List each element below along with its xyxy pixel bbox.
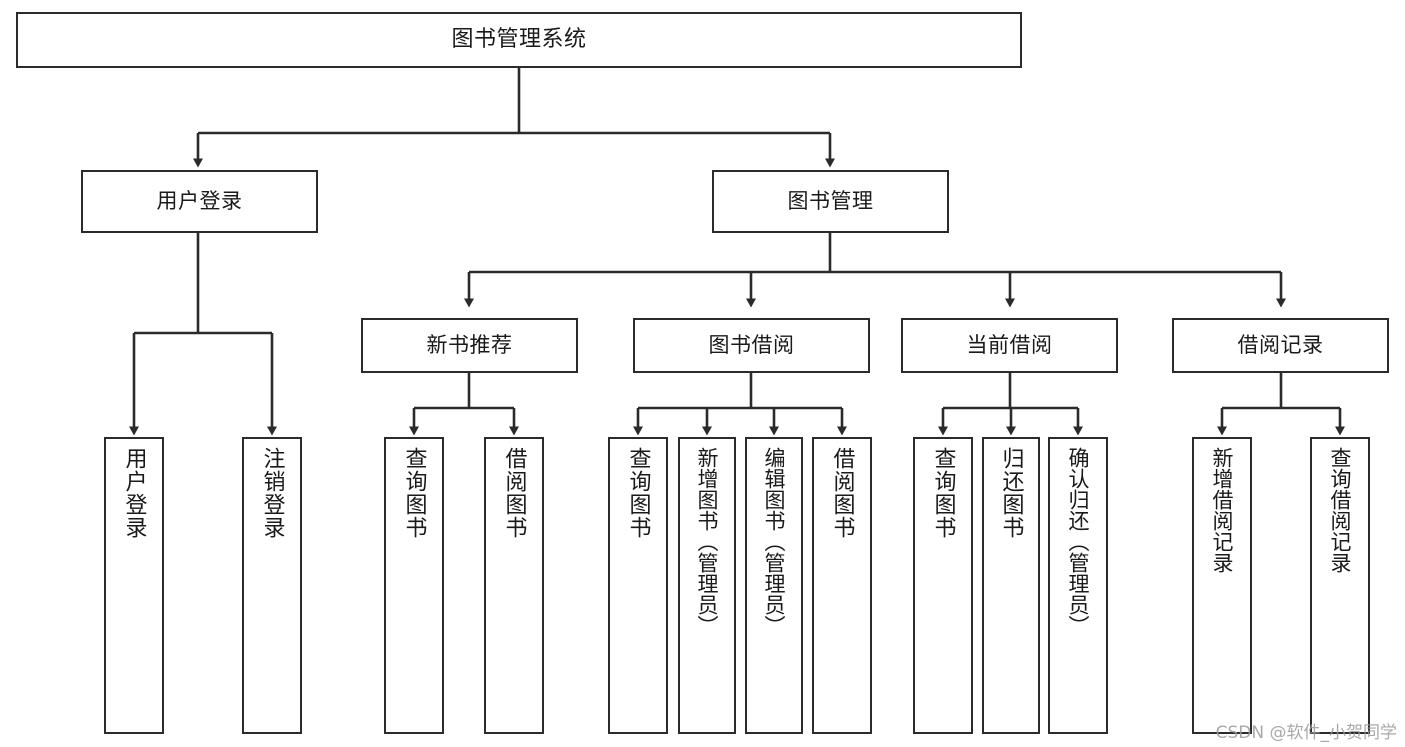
leaf-new-books-query[interactable]: 查询图书 xyxy=(384,437,444,734)
node-label: 查询借阅记录 xyxy=(1328,447,1353,573)
node-label: 当前借阅 xyxy=(966,333,1053,358)
leaf-current-borrow-return[interactable]: 归还图书 xyxy=(982,437,1040,734)
leaf-book-borrow-add-admin[interactable]: 新增图书（管理员） xyxy=(678,437,736,734)
node-label: 借阅图书 xyxy=(501,447,527,539)
node-root-system[interactable]: 图书管理系统 xyxy=(16,12,1022,68)
node-label: 新书推荐 xyxy=(426,333,513,358)
node-label: 查询图书 xyxy=(930,447,956,539)
node-label: 用户登录 xyxy=(156,189,243,214)
node-label: 图书管理系统 xyxy=(451,27,587,53)
node-new-book-recommend[interactable]: 新书推荐 xyxy=(361,318,578,373)
node-label: 查询图书 xyxy=(625,447,651,539)
leaf-borrow-records-add[interactable]: 新增借阅记录 xyxy=(1192,437,1252,734)
node-book-management[interactable]: 图书管理 xyxy=(712,170,949,233)
node-user-login[interactable]: 用户登录 xyxy=(81,170,318,233)
node-label: 查询图书 xyxy=(401,447,427,539)
node-label: 注销登录 xyxy=(259,447,285,539)
leaf-user-login-signout[interactable]: 注销登录 xyxy=(242,437,302,734)
node-label: 用户登录 xyxy=(121,447,147,539)
node-label: 图书管理 xyxy=(787,189,874,214)
leaf-book-borrow-query[interactable]: 查询图书 xyxy=(608,437,668,734)
node-book-borrow[interactable]: 图书借阅 xyxy=(633,318,870,373)
node-label: 新增借阅记录 xyxy=(1210,447,1235,573)
leaf-new-books-borrow[interactable]: 借阅图书 xyxy=(484,437,544,734)
leaf-book-borrow-edit-admin[interactable]: 编辑图书（管理员） xyxy=(745,437,803,734)
leaf-borrow-records-query[interactable]: 查询借阅记录 xyxy=(1310,437,1370,734)
leaf-current-borrow-query[interactable]: 查询图书 xyxy=(913,437,973,734)
leaf-book-borrow-borrow[interactable]: 借阅图书 xyxy=(812,437,872,734)
node-label: 确认归还（管理员） xyxy=(1066,447,1091,636)
watermark-text: CSDN @软件_小贺同学 xyxy=(1215,723,1397,743)
node-label: 新增图书（管理员） xyxy=(695,447,720,636)
node-label: 图书借阅 xyxy=(708,333,795,358)
node-borrow-records[interactable]: 借阅记录 xyxy=(1172,318,1389,373)
leaf-current-borrow-confirm-admin[interactable]: 确认归还（管理员） xyxy=(1048,437,1108,734)
node-label: 编辑图书（管理员） xyxy=(762,447,787,636)
node-label: 借阅记录 xyxy=(1237,333,1324,358)
node-label: 归还图书 xyxy=(998,447,1024,539)
node-current-borrow[interactable]: 当前借阅 xyxy=(901,318,1118,373)
node-label: 借阅图书 xyxy=(829,447,855,539)
leaf-user-login-signin[interactable]: 用户登录 xyxy=(104,437,164,734)
